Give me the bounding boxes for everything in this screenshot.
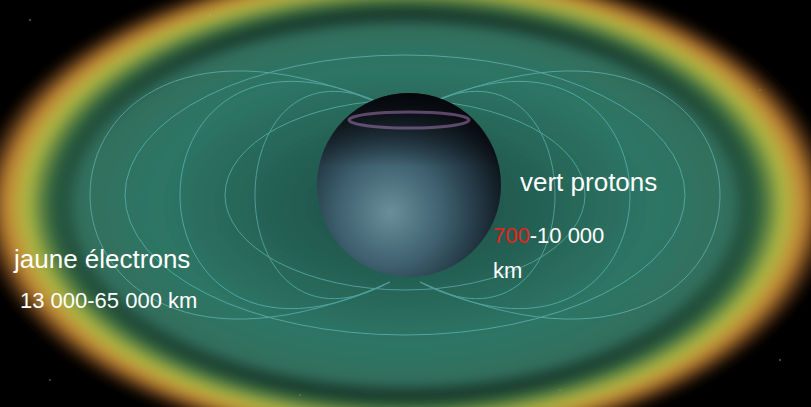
inner-proton-belt [50, 10, 760, 400]
earth-night-side [317, 93, 501, 277]
altitude-range-group: 700-10 000 km [493, 218, 628, 288]
belt-name: vert protons [520, 168, 657, 198]
altitude-lower-bound: 700 [493, 223, 530, 248]
earth [317, 93, 501, 277]
aurora [349, 112, 469, 128]
belt-name: jaune électrons [14, 245, 190, 275]
altitude-range: 13 000-65 000 km [20, 288, 197, 313]
